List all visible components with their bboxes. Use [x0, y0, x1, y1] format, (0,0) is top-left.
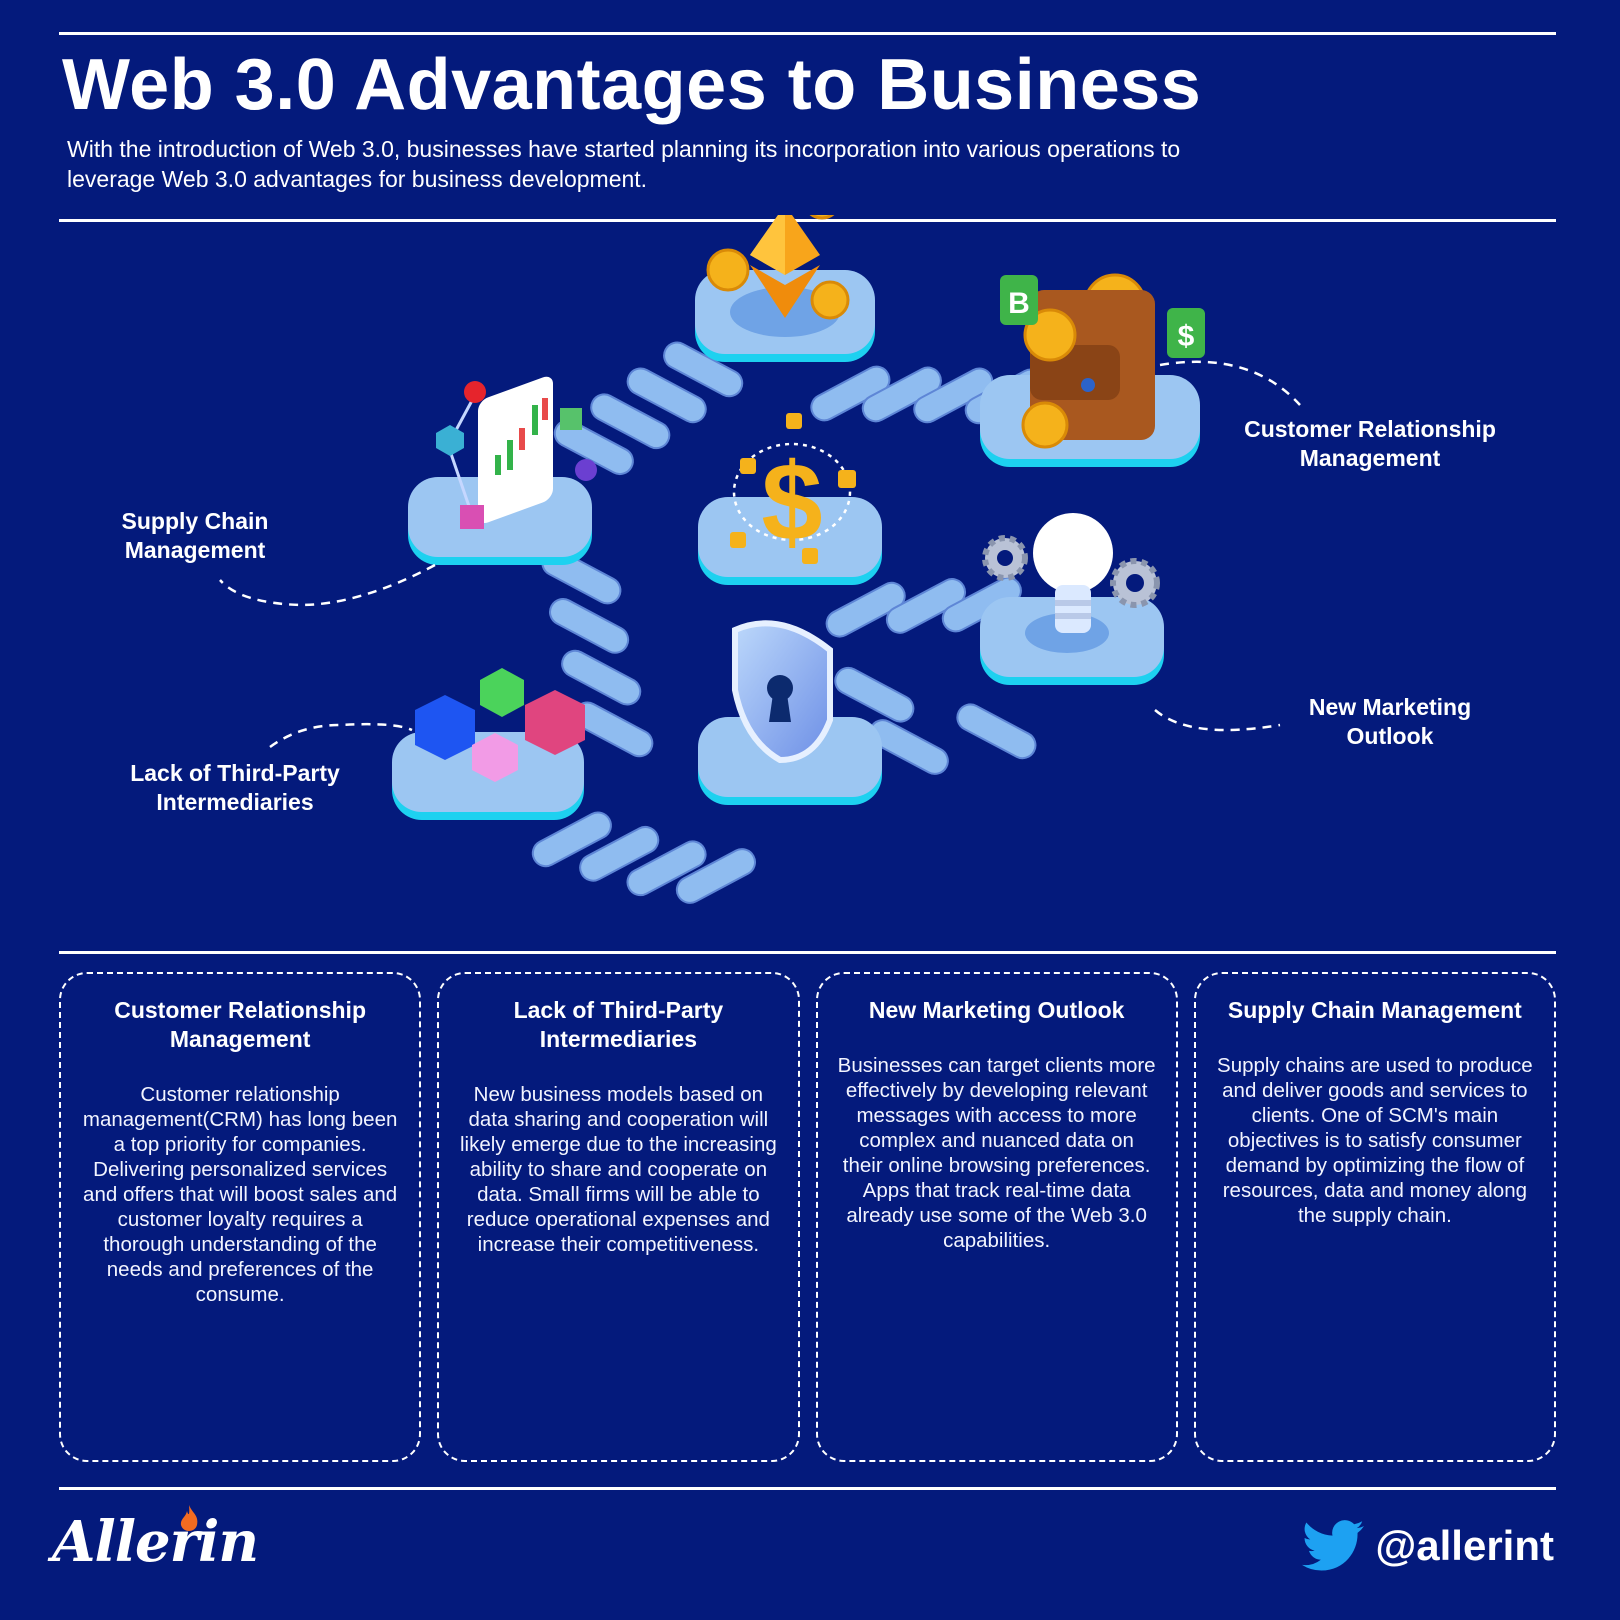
lightbulb-gears-icon: [982, 513, 1160, 633]
card-body: New business models based on data sharin…: [459, 1083, 777, 1256]
svg-text:$: $: [1178, 320, 1195, 353]
card-third-party: Lack of Third-Party Intermediaries New b…: [437, 972, 800, 1462]
card-marketing: New Marketing Outlook Businesses can tar…: [815, 972, 1178, 1462]
card-title: Customer Relationship Management: [114, 997, 366, 1052]
svg-text:B: B: [1008, 287, 1030, 320]
illustration-divider: [59, 951, 1556, 954]
header-divider: [59, 219, 1556, 222]
callout-crm: Customer Relationship Management: [1244, 416, 1496, 471]
twitter-icon: [1302, 1520, 1364, 1571]
isometric-illustration: B $ $: [219, 215, 1301, 904]
callout-third-party: Lack of Third-Party Intermediaries: [130, 760, 340, 815]
advantage-cards: Customer Relationship Management Custome…: [59, 972, 1556, 1462]
card-body: Customer relationship management(CRM) ha…: [82, 1083, 398, 1306]
callout-supply-chain: Supply Chain Management: [121, 508, 269, 563]
leader-lines: [219, 360, 1301, 749]
page-title: Web 3.0 Advantages to Business: [62, 45, 1202, 125]
card-title: New Marketing Outlook: [868, 997, 1125, 1023]
svg-text:$: $: [761, 441, 822, 564]
twitter-handle[interactable]: @allerint: [1375, 1522, 1554, 1569]
shield-keyhole-icon: [732, 620, 833, 764]
card-title: Lack of Third-Party Intermediaries: [513, 997, 724, 1052]
page-subtitle: With the introduction of Web 3.0, busine…: [67, 136, 1181, 192]
allerin-logo: Allerin: [52, 1509, 259, 1575]
candlestick-chart-icon: [436, 376, 597, 529]
card-body: Businesses can target clients more effec…: [837, 1054, 1156, 1252]
footer-divider: [59, 1487, 1556, 1490]
card-supply-chain: Supply Chain Management Supply chains ar…: [1193, 972, 1556, 1462]
callout-marketing: New Marketing Outlook: [1308, 694, 1472, 749]
dollar-lock-icon: $: [730, 413, 856, 564]
wallet-icon: B $: [1000, 273, 1205, 449]
card-title: Supply Chain Management: [1227, 997, 1522, 1023]
ethereum-coin-icon: [706, 215, 850, 320]
flame-icon: [180, 1505, 198, 1531]
top-rule: [59, 32, 1556, 35]
card-body: Supply chains are used to produce and de…: [1217, 1054, 1533, 1227]
card-crm: Customer Relationship Management Custome…: [59, 972, 422, 1462]
blocks-icon: [415, 668, 585, 782]
